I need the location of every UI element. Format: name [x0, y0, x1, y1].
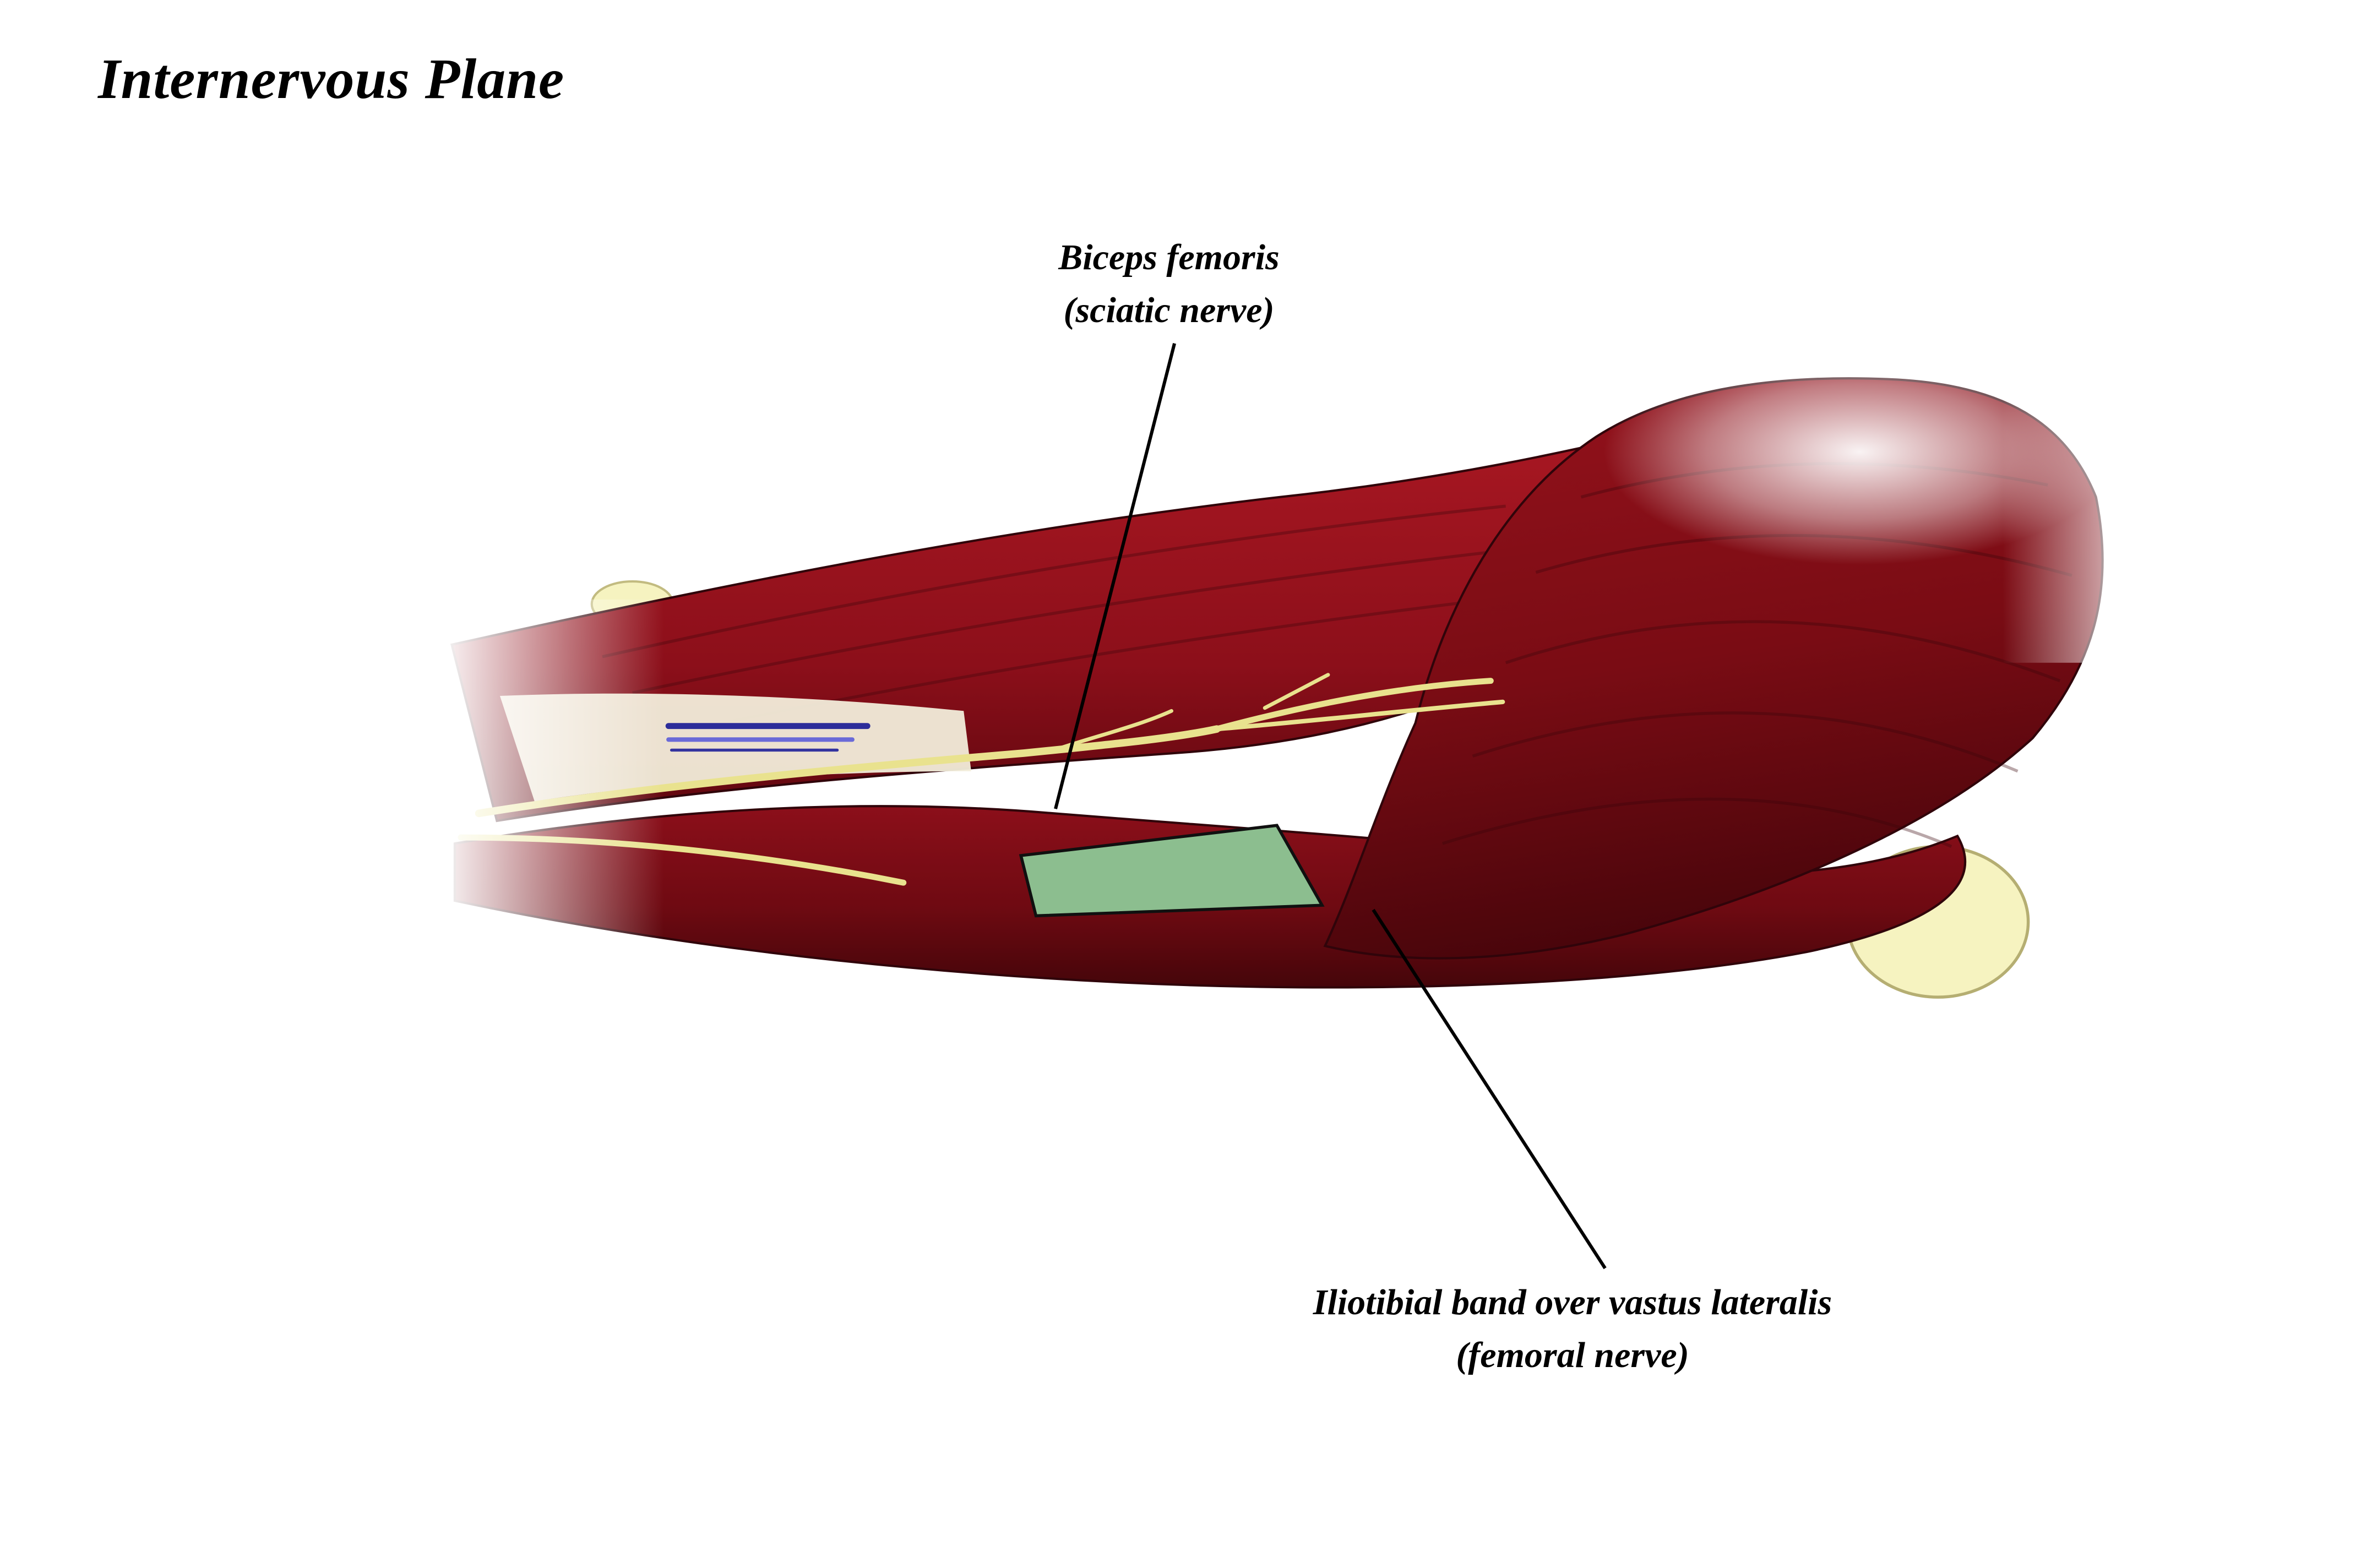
- right-edge-fade: [2003, 361, 2153, 663]
- page-title: Internervous Plane: [98, 47, 565, 111]
- vessels: [665, 723, 871, 752]
- biceps-femoris-label: Biceps femoris (sciatic nerve): [1058, 231, 1279, 336]
- internervous-plane-marker: [1019, 824, 1325, 918]
- itb-label-line2: (femoral nerve): [1456, 1335, 1689, 1375]
- biceps-label-line1: Biceps femoris: [1058, 237, 1280, 277]
- left-edge-fade: [445, 599, 664, 939]
- biceps-leader-line: [1054, 343, 1176, 809]
- dome-highlight: [1603, 339, 2116, 565]
- itb-label-line1: Iliotibial band over vastus lateralis: [1313, 1282, 1832, 1322]
- itb-leader-line: [1372, 908, 1607, 1270]
- biceps-label-line2: (sciatic nerve): [1063, 290, 1275, 330]
- iliotibial-band-label: Iliotibial band over vastus lateralis (f…: [1313, 1276, 1832, 1381]
